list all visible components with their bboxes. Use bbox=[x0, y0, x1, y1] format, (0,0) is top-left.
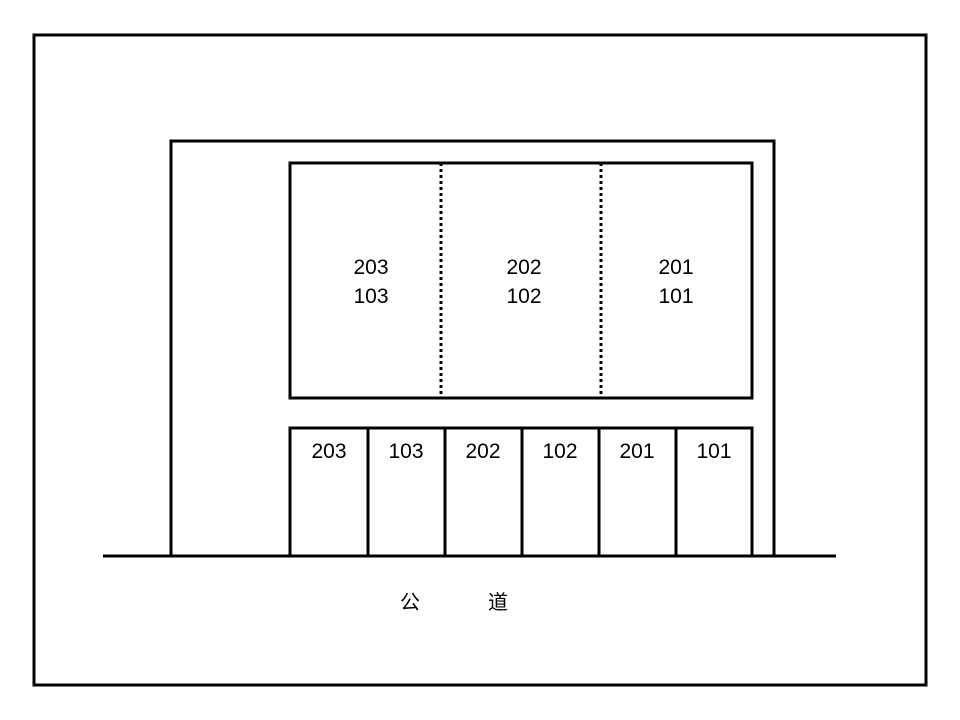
parking-label-1: 203 bbox=[311, 440, 346, 463]
unit-label-lower-1: 103 bbox=[353, 285, 388, 308]
parking-label-5: 201 bbox=[619, 440, 654, 463]
property-boundary bbox=[169, 139, 776, 556]
outer-frame bbox=[32, 33, 928, 687]
building-outline bbox=[288, 161, 754, 400]
unit-label-lower-2: 102 bbox=[506, 285, 541, 308]
unit-label-lower-3: 101 bbox=[658, 285, 693, 308]
parking-label-4: 102 bbox=[542, 440, 577, 463]
road-label-char-1: 公 bbox=[400, 590, 420, 614]
parking-label-3: 202 bbox=[465, 440, 500, 463]
parking-label-6: 101 bbox=[696, 440, 731, 463]
unit-label-upper-1: 203 bbox=[353, 256, 388, 279]
road-label-char-2: 道 bbox=[488, 590, 508, 614]
parking-label-2: 103 bbox=[388, 440, 423, 463]
unit-label-upper-3: 201 bbox=[658, 256, 693, 279]
unit-label-upper-2: 202 bbox=[506, 256, 541, 279]
